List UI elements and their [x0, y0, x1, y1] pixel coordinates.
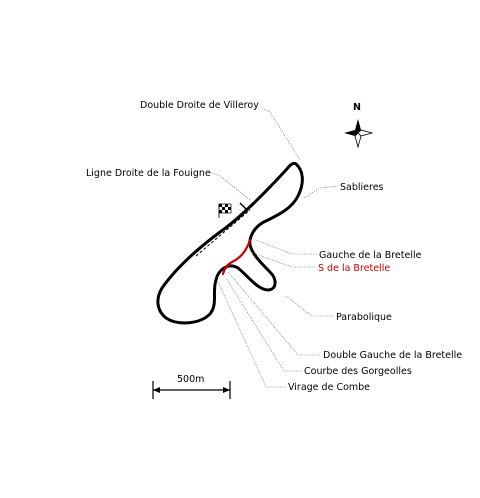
s-de-la-bretelle-section	[221, 238, 252, 276]
leader-double-droite-de-villeroy	[261, 107, 301, 161]
compass-north-label: N	[353, 102, 361, 113]
leader-virage-de-combe	[217, 281, 286, 388]
leader-gauche-de-la-bretelle	[255, 239, 317, 255]
label-double-gauche-de-la-bretelle: Double Gauche de la Bretelle	[323, 350, 462, 361]
label-virage-de-combe: Virage de Combe	[288, 382, 370, 393]
compass-icon	[344, 119, 374, 149]
label-double-droite-de-villeroy: Double Droite de Villeroy	[140, 100, 259, 111]
label-ligne-droite-de-la-fouigne: Ligne Droite de la Fouigne	[86, 168, 211, 179]
label-sablieres: Sablieres	[340, 182, 384, 193]
label-parabolique: Parabolique	[336, 312, 392, 323]
leader-courbe-des-gorgeolles	[225, 277, 302, 372]
label-courbe-des-gorgeolles: Courbe des Gorgeolles	[304, 366, 412, 377]
leader-s-de-la-bretelle	[249, 251, 315, 268]
pit-lane	[195, 209, 251, 257]
label-gauche-de-la-bretelle: Gauche de la Bretelle	[319, 250, 422, 261]
chequered-flag-icon	[218, 203, 232, 218]
leader-sablieres	[303, 185, 339, 199]
track-outline	[156, 161, 304, 325]
leader-parabolique	[285, 295, 333, 317]
leader-double-gauche-de-la-bretelle	[227, 271, 320, 356]
scale-bar	[152, 381, 231, 399]
scale-label: 500m	[177, 374, 204, 385]
label-s-de-la-bretelle: S de la Bretelle	[318, 263, 390, 274]
leader-ligne-droite-de-la-fouigne	[209, 171, 251, 201]
start-finish-line	[239, 202, 249, 212]
